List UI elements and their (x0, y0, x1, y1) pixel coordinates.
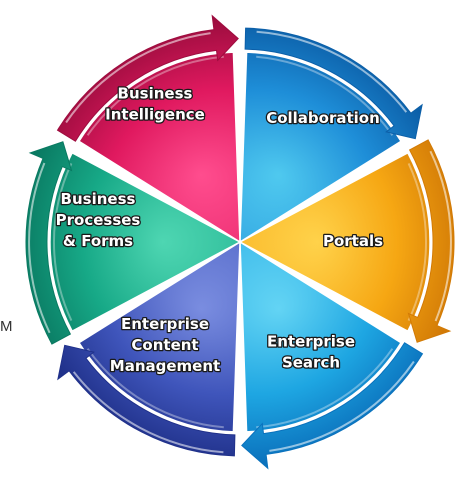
label-line: Processes (56, 211, 141, 229)
arrow-business-processes-forms (25, 141, 73, 345)
label-collaboration: Collaboration (266, 109, 380, 127)
stray-letter: M (0, 318, 13, 335)
label-line: & Forms (63, 232, 133, 250)
label-line: Content (131, 336, 198, 354)
label-line: Collaboration (266, 109, 380, 127)
wedge-highlight (53, 162, 73, 322)
arrow-business-intelligence (56, 14, 239, 142)
wedge-highlight (256, 348, 394, 429)
arrow-collaboration (244, 27, 423, 140)
arrow-enterprise-search (241, 342, 424, 470)
arrow-highlight (269, 360, 415, 452)
wedge-highlight (256, 55, 394, 136)
label-line: Enterprise (121, 315, 209, 333)
segment-business-intelligence (56, 14, 241, 244)
label-line: Business (61, 190, 136, 208)
label-line: Portals (323, 232, 383, 250)
arrow-portals (407, 139, 455, 343)
arrow-highlight (256, 30, 408, 113)
label-portals: Portals (323, 232, 383, 250)
segment-business-processes-forms (25, 141, 242, 345)
segment-enterprise-content-management (57, 240, 241, 457)
arrow-highlight (28, 162, 51, 334)
arrow-highlight (429, 150, 452, 322)
label-line: Intelligence (105, 106, 205, 124)
arrow-enterprise-content-management (57, 344, 236, 457)
label-line: Enterprise (267, 333, 355, 351)
label-line: Search (282, 354, 340, 372)
wedge-highlight (407, 162, 427, 322)
label-line: Management (110, 357, 220, 375)
wedge-highlight (86, 348, 224, 429)
segment-portals (238, 139, 455, 343)
segment-enterprise-search (239, 240, 424, 470)
segment-collaboration (239, 27, 423, 244)
arrow-highlight (72, 371, 224, 454)
wedge-highlight (86, 55, 224, 136)
arrow-highlight (65, 32, 211, 124)
label-line: Business (118, 85, 193, 103)
